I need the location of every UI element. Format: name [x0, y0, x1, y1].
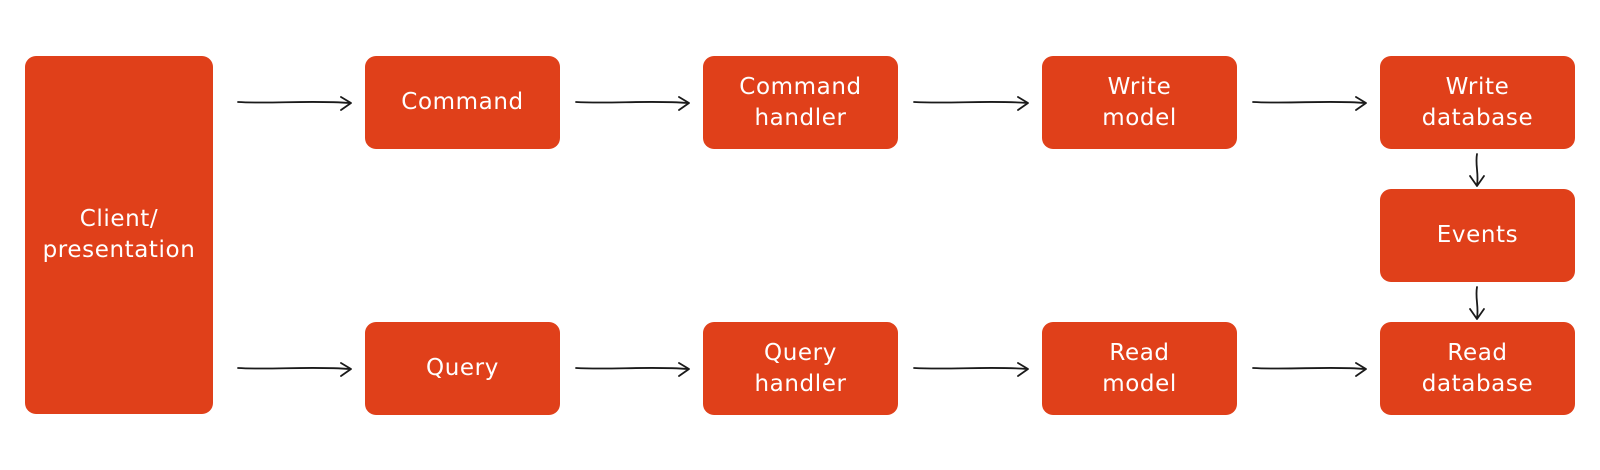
- arrow-command-to-command-handler: [575, 96, 690, 111]
- write-model-label: Write model: [1102, 73, 1177, 131]
- read-model-label: Read model: [1102, 339, 1177, 397]
- arrow-query-to-query-handler: [575, 362, 690, 377]
- read-model-box: Read model: [1042, 322, 1237, 415]
- command-handler-box: Command handler: [703, 56, 898, 149]
- arrow-write-model-to-write-database: [1252, 96, 1367, 111]
- client-presentation-label: Client/ presentation: [42, 206, 196, 263]
- write-database-label: Write database: [1421, 73, 1534, 131]
- query-handler-box: Query handler: [703, 322, 898, 415]
- client-presentation-box: Client/ presentation: [25, 56, 213, 414]
- events-box: Events: [1380, 189, 1575, 282]
- arrow-query-handler-to-read-model: [913, 362, 1029, 377]
- arrow-client-to-query: [237, 362, 352, 377]
- write-database-box: Write database: [1380, 56, 1575, 149]
- query-box: Query: [365, 322, 560, 415]
- arrow-read-model-to-read-database: [1252, 362, 1367, 377]
- arrow-events-to-read-database: [1469, 286, 1485, 320]
- arrow-command-handler-to-write-model: [913, 96, 1029, 111]
- command-handler-label: Command handler: [739, 73, 862, 131]
- write-model-box: Write model: [1042, 56, 1237, 149]
- query-handler-label: Query handler: [754, 339, 847, 397]
- read-database-box: Read database: [1380, 322, 1575, 415]
- command-label: Command: [401, 89, 524, 115]
- read-database-label: Read database: [1421, 339, 1534, 397]
- command-box: Command: [365, 56, 560, 149]
- events-label: Events: [1436, 222, 1519, 248]
- arrow-write-database-to-events: [1469, 153, 1485, 187]
- query-label: Query: [426, 355, 499, 381]
- arrow-client-to-command: [237, 96, 352, 111]
